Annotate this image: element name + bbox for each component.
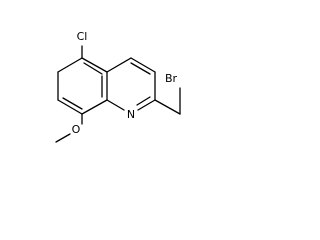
bromine-label: Br <box>165 72 178 85</box>
structure-diagram: Cl N O Br <box>55 30 181 143</box>
bond-lines <box>55 45 181 143</box>
double-bond-c5-c4a <box>83 62 103 75</box>
chlorine-label: Cl <box>77 30 88 43</box>
bond-c2-ch2 <box>154 99 181 115</box>
bond-c6-c5 <box>57 57 83 73</box>
atom-labels: Cl N O Br <box>72 30 178 136</box>
double-bond-c4-c3 <box>130 62 151 75</box>
bond-c5-c4a <box>81 57 108 73</box>
bond-c8-c7 <box>57 99 83 115</box>
bond-n1-c8a <box>106 99 125 111</box>
bond-o-ch3 <box>55 133 71 143</box>
double-bond-c2-n1 <box>136 96 151 106</box>
double-bond-c8-c7 <box>62 97 83 110</box>
nitrogen-label: N <box>127 108 135 121</box>
oxygen-label: O <box>72 123 81 136</box>
bond-c4a-c4 <box>106 57 132 73</box>
bond-c8a-c8 <box>81 99 108 115</box>
bond-c4-c3 <box>130 57 156 73</box>
bond-c2-n1 <box>137 99 156 111</box>
